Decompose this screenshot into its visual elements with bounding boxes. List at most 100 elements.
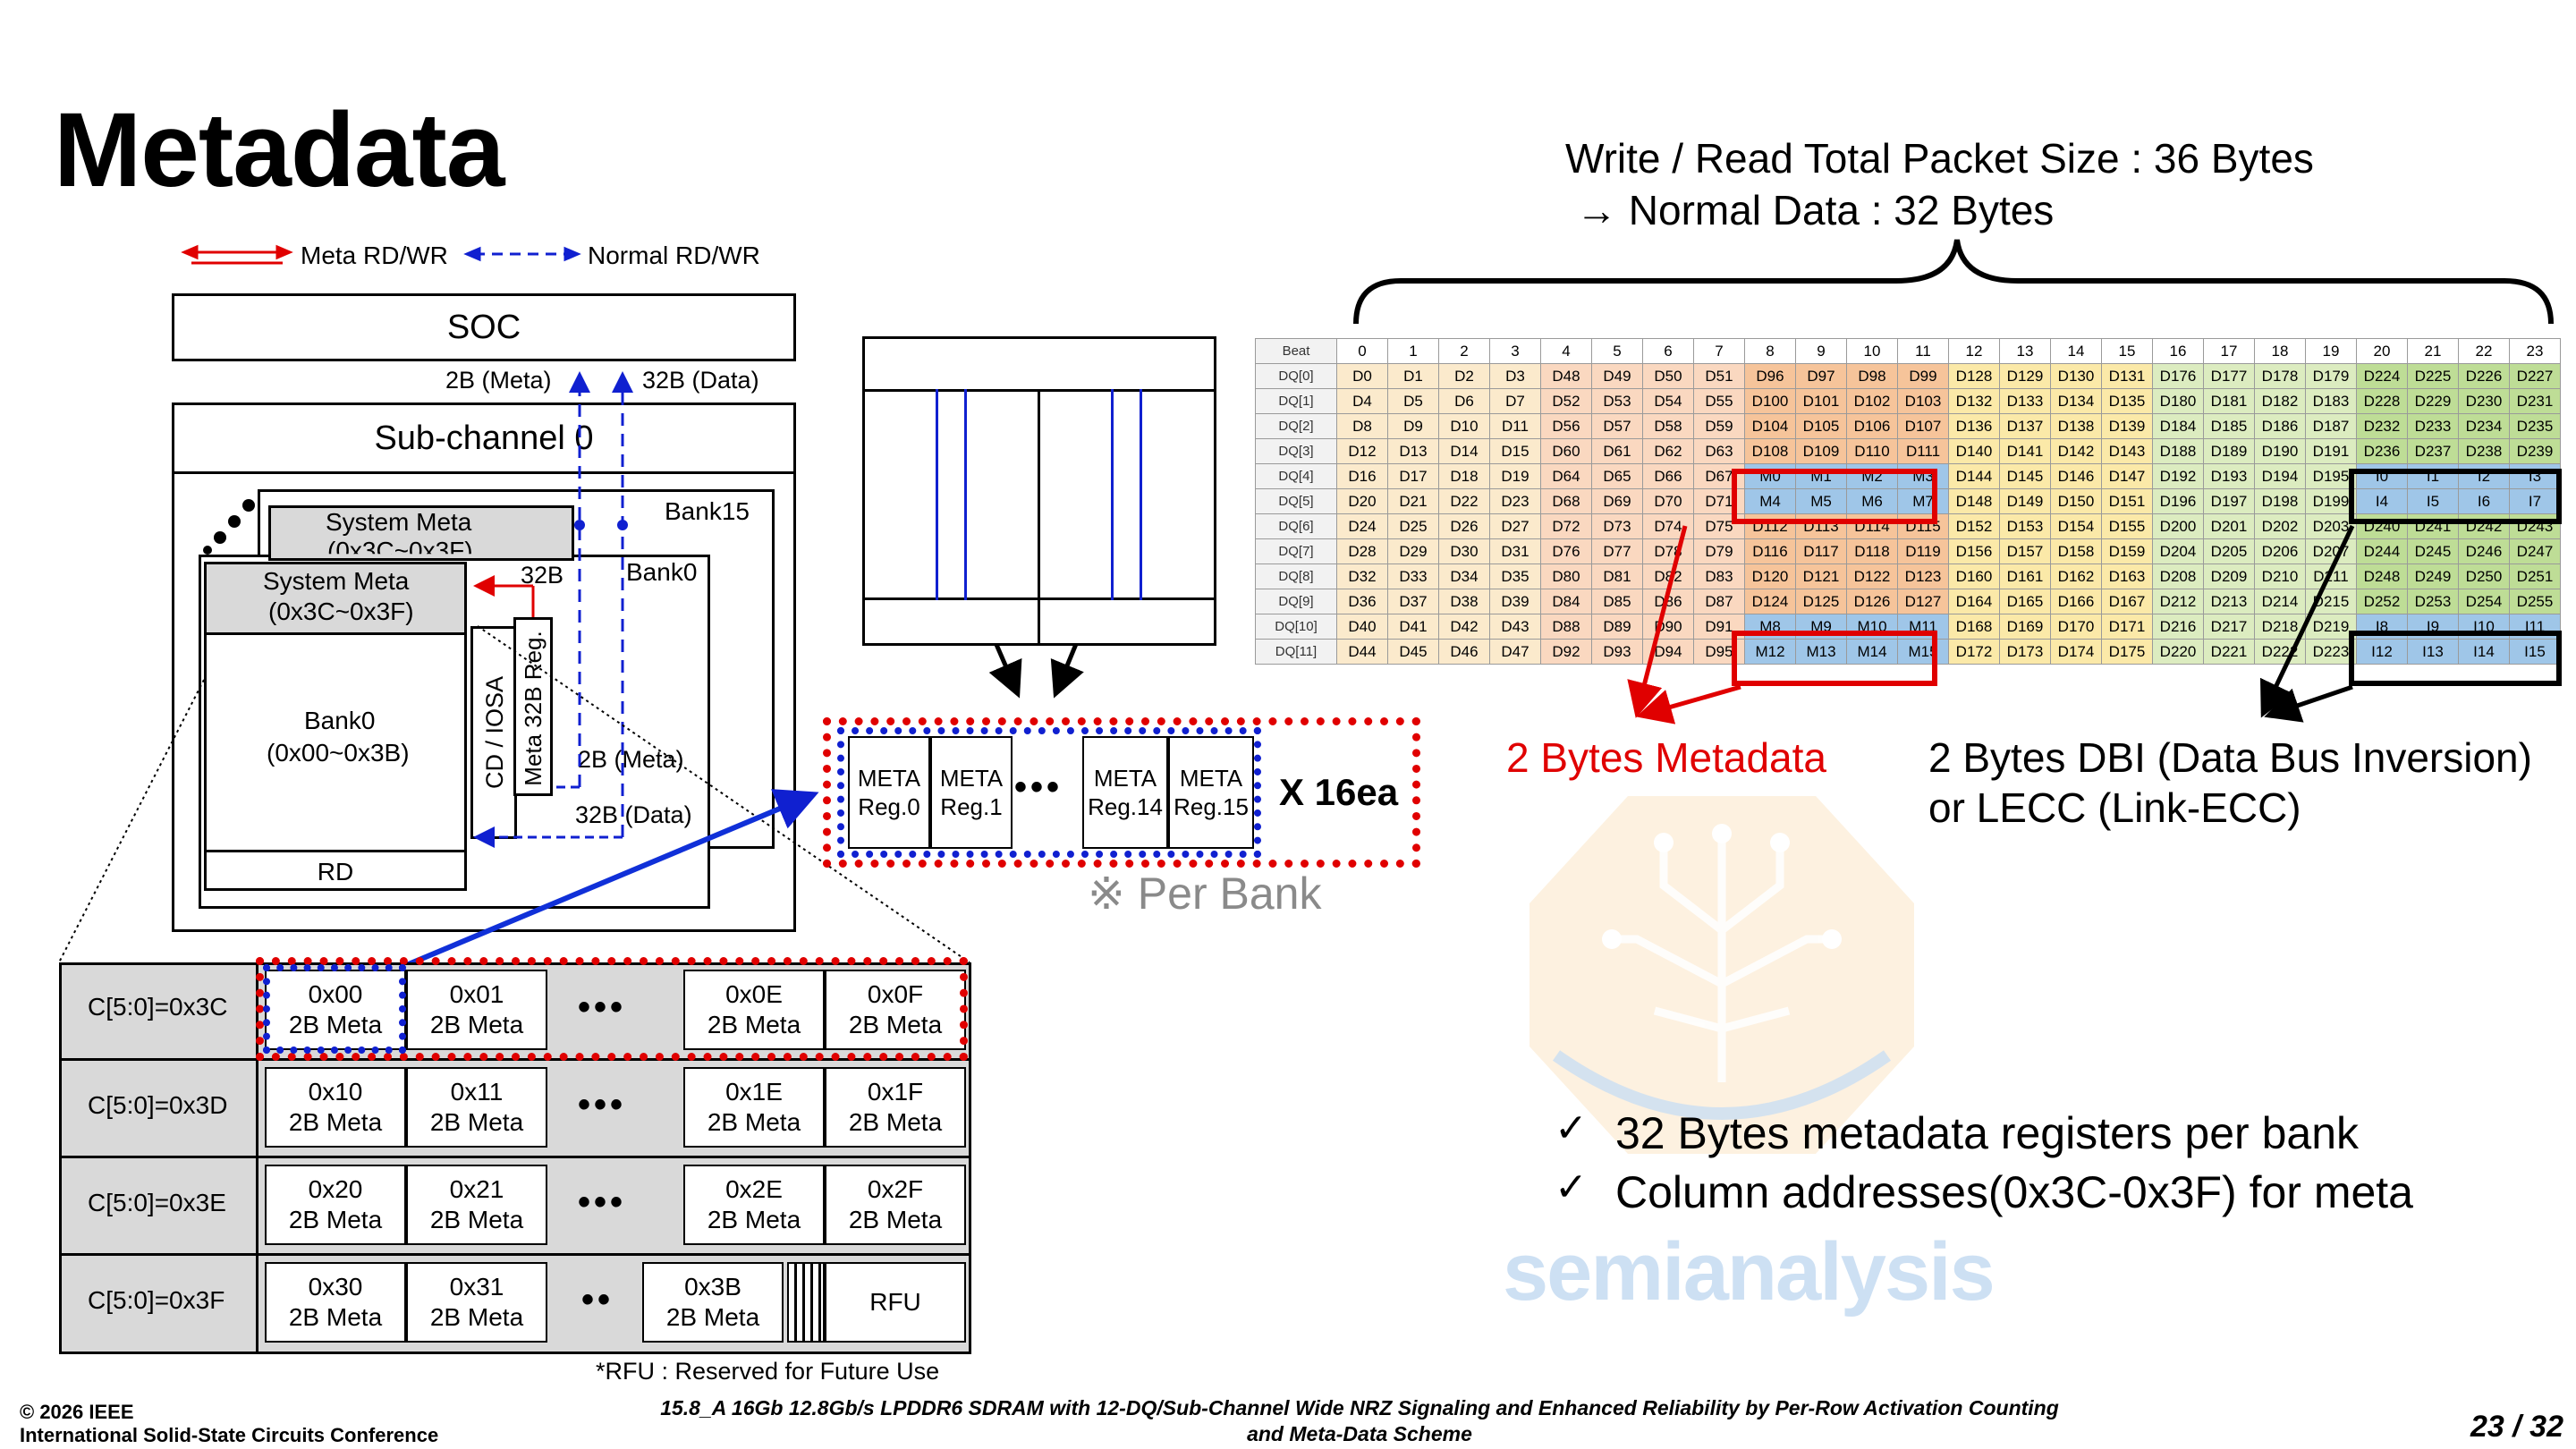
beat-cell: D102: [1846, 388, 1898, 414]
beat-cell: D40: [1336, 614, 1388, 640]
beat-cell: D91: [1693, 614, 1745, 640]
beat-cell: D162: [2050, 564, 2102, 589]
beat-cell: D126: [1846, 589, 1898, 614]
beat-cell: D224: [2356, 363, 2408, 389]
beat-cell: D219: [2305, 614, 2357, 640]
beat-cell: D17: [1387, 463, 1439, 489]
beat-cell: I4: [2356, 488, 2408, 514]
col-row-3c-highlight: [256, 957, 968, 1061]
beat-cell: D128: [1948, 363, 2000, 389]
beat-header-cell: 5: [1591, 338, 1643, 364]
beat-cell: D1: [1387, 363, 1439, 389]
link-data-label: 32B (Data): [642, 367, 759, 394]
beat-cell: D54: [1642, 388, 1694, 414]
beat-cell: D4: [1336, 388, 1388, 414]
legend-meta-label: Meta RD/WR: [301, 242, 448, 269]
beat-cell: D187: [2305, 413, 2357, 439]
beat-cell: D204: [2152, 538, 2204, 564]
beat-cell: D69: [1591, 488, 1643, 514]
system-meta-range: (0x3C~0x3F): [268, 597, 414, 625]
beat-cell: I7: [2509, 488, 2561, 514]
col-row-ellipsis: •••: [578, 987, 627, 1027]
beat-cell: D202: [2254, 513, 2306, 539]
bank-array-divider: [1038, 389, 1040, 644]
beat-header-cell: 8: [1744, 338, 1796, 364]
beat-cell: D141: [1999, 438, 2051, 464]
beat-cell: D159: [2101, 538, 2153, 564]
bank-stack-dots: [203, 499, 255, 555]
beat-cell: D229: [2407, 388, 2459, 414]
meta-reg-box: [513, 617, 553, 796]
beat-cell: D208: [2152, 564, 2204, 589]
beat-cell: D22: [1438, 488, 1490, 514]
meta-reg-ellipsis: •••: [1014, 767, 1063, 807]
watermark-text: semianalysis: [1503, 1226, 1996, 1318]
beat-cell: D119: [1897, 538, 1949, 564]
beat-cell: D107: [1897, 413, 1949, 439]
beat-header-cell: 19: [2305, 338, 2357, 364]
beat-cell: D115: [1897, 513, 1949, 539]
beat-cell: D66: [1642, 463, 1694, 489]
beat-cell: D130: [2050, 363, 2102, 389]
col-row-ellipsis: ••: [581, 1280, 614, 1319]
beat-cell: D67: [1693, 463, 1745, 489]
beat-cell: D239: [2509, 438, 2561, 464]
beat-cell: D16: [1336, 463, 1388, 489]
beat-header-cell: 10: [1846, 338, 1898, 364]
beat-cell: D213: [2203, 589, 2255, 614]
col-row-sep-3: [59, 1253, 971, 1256]
beat-cell: D168: [1948, 614, 2000, 640]
beat-header-cell: 18: [2254, 338, 2306, 364]
col-cell-size: 2B Meta: [429, 1206, 524, 1233]
beat-cell: D125: [1795, 589, 1847, 614]
beat-cell: D225: [2407, 363, 2459, 389]
beat-header-cell: 22: [2458, 338, 2510, 364]
beat-cell: D89: [1591, 614, 1643, 640]
callout-dbi-line2: or LECC (Link-ECC): [1928, 784, 2301, 831]
beat-cell: D134: [2050, 388, 2102, 414]
beat-cell: D127: [1897, 589, 1949, 614]
bullet-1: 32 Bytes metadata registers per bank: [1615, 1108, 2360, 1158]
beat-cell: D192: [2152, 463, 2204, 489]
beat-header-cell: 15: [2101, 338, 2153, 364]
beat-cell: D83: [1693, 564, 1745, 589]
col-row-label-3e: C[5:0]=0x3E: [88, 1189, 226, 1216]
beat-cell: D29: [1387, 538, 1439, 564]
col-cell-addr: 0x1F: [867, 1078, 924, 1106]
beat-cell: D151: [2101, 488, 2153, 514]
beat-cell: I5: [2407, 488, 2459, 514]
beat-cell: D76: [1540, 538, 1592, 564]
beat-cell: D81: [1591, 564, 1643, 589]
beat-cell: D163: [2101, 564, 2153, 589]
beat-cell: D8: [1336, 413, 1388, 439]
beat-cell: D186: [2254, 413, 2306, 439]
beat-cell: D109: [1795, 438, 1847, 464]
beat-cell: D31: [1489, 538, 1541, 564]
beat-cell: D60: [1540, 438, 1592, 464]
beat-cell: D52: [1540, 388, 1592, 414]
meta-reg-1-line2: Reg.1: [940, 793, 1003, 820]
rfu-note: *RFU : Reserved for Future Use: [596, 1358, 940, 1385]
beat-cell: D129: [1999, 363, 2051, 389]
beat-cell: D207: [2305, 538, 2357, 564]
col-cell-addr: 0x0E: [725, 980, 783, 1008]
beat-cell: D248: [2356, 564, 2408, 589]
beat-cell: D233: [2407, 413, 2459, 439]
beat-cell: D193: [2203, 463, 2255, 489]
beat-cell: D240: [2356, 513, 2408, 539]
beat-cell: I2: [2458, 463, 2510, 489]
beat-cell: D59: [1693, 413, 1745, 439]
link-meta-label: 2B (Meta): [445, 367, 552, 394]
beat-cell: D210: [2254, 564, 2306, 589]
beat-cell: D103: [1897, 388, 1949, 414]
beat-cell: D156: [1948, 538, 2000, 564]
